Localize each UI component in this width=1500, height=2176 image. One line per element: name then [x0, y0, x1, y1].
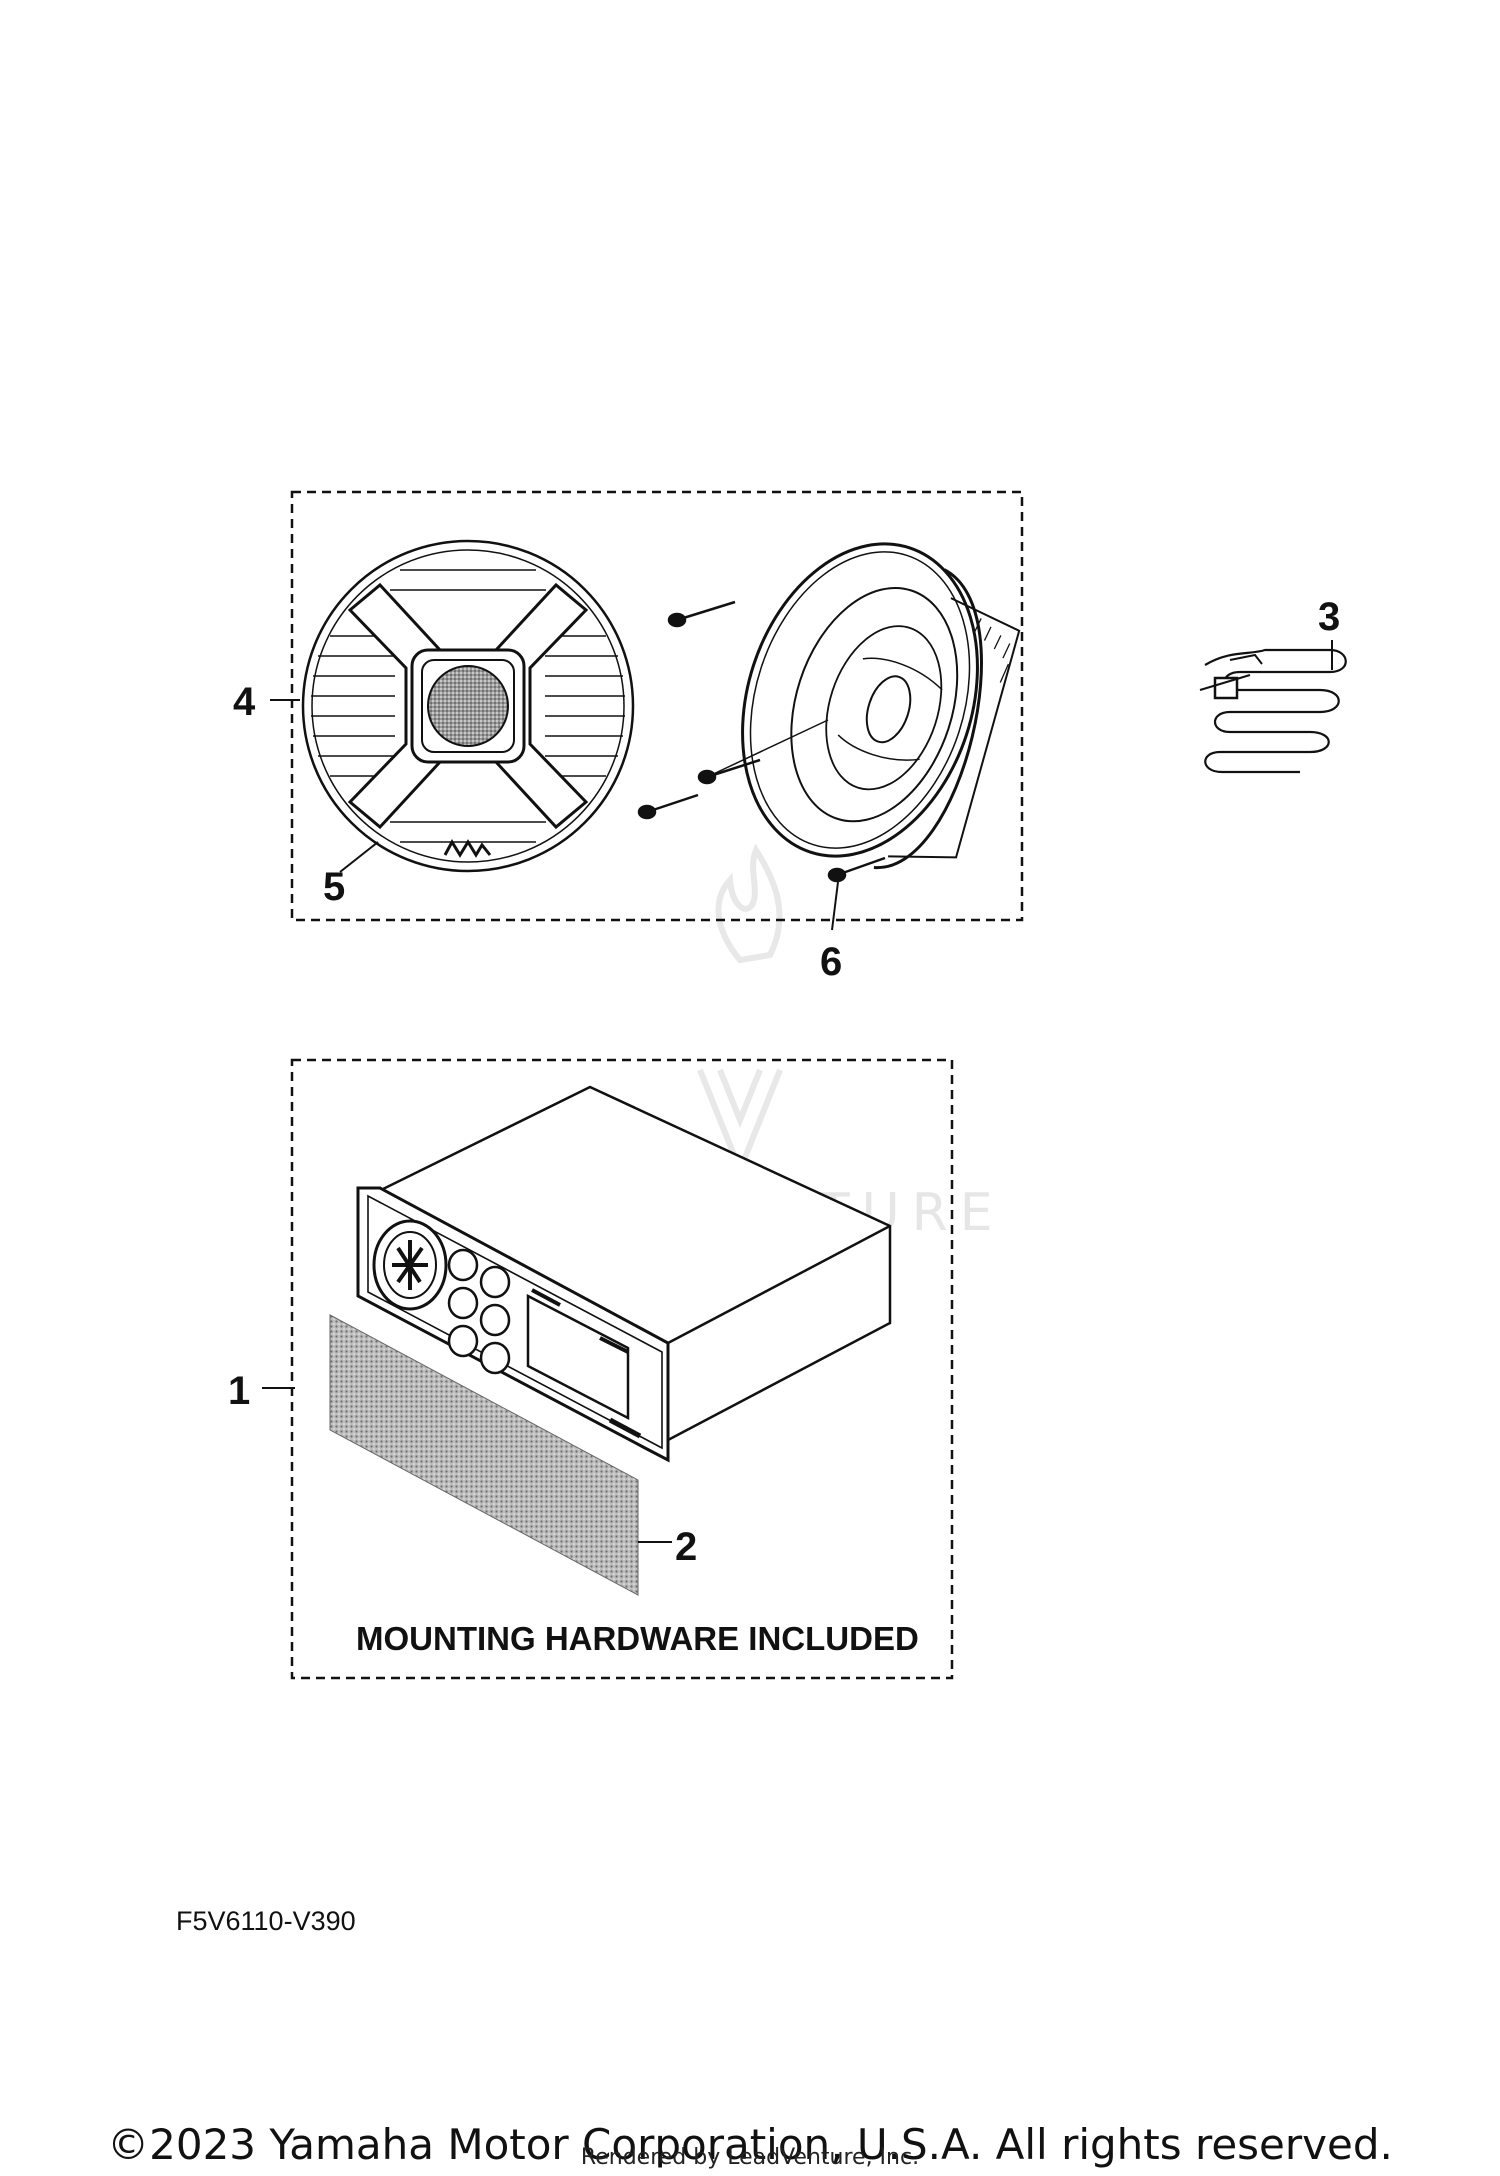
callout-5: 5 [323, 865, 345, 909]
speaker-driver [741, 542, 1021, 870]
watermark-flame-icon [697, 843, 783, 1179]
screw [667, 600, 736, 628]
copyright-notice: ©2023 Yamaha Motor Corporation, U.S.A. A… [107, 2120, 1393, 2169]
rendered-by-notice: Rendered by LeadVenture, Inc. [580, 2145, 920, 2170]
mesh-cover [329, 1314, 639, 1596]
diagram-code: F5V6110-V390 [176, 1906, 356, 1936]
speaker-grille [301, 539, 635, 873]
callout-6: 6 [820, 940, 842, 984]
callout-3: 3 [1318, 595, 1340, 639]
callout-4: 4 [233, 680, 256, 724]
head-unit-group-box [290, 1058, 954, 1680]
screw [637, 793, 699, 820]
screw [827, 856, 886, 883]
mounting-hardware-note: MOUNTING HARDWARE INCLUDED [356, 1620, 919, 1657]
leader-lines [262, 640, 1333, 1543]
wire-harness [1199, 648, 1347, 774]
callout-2: 2 [675, 1525, 697, 1569]
screw-leader [706, 719, 829, 778]
screws [637, 600, 886, 883]
callout-1: 1 [228, 1369, 250, 1413]
speaker-group-box [290, 490, 1024, 922]
stereo-head-unit [356, 1085, 892, 1463]
